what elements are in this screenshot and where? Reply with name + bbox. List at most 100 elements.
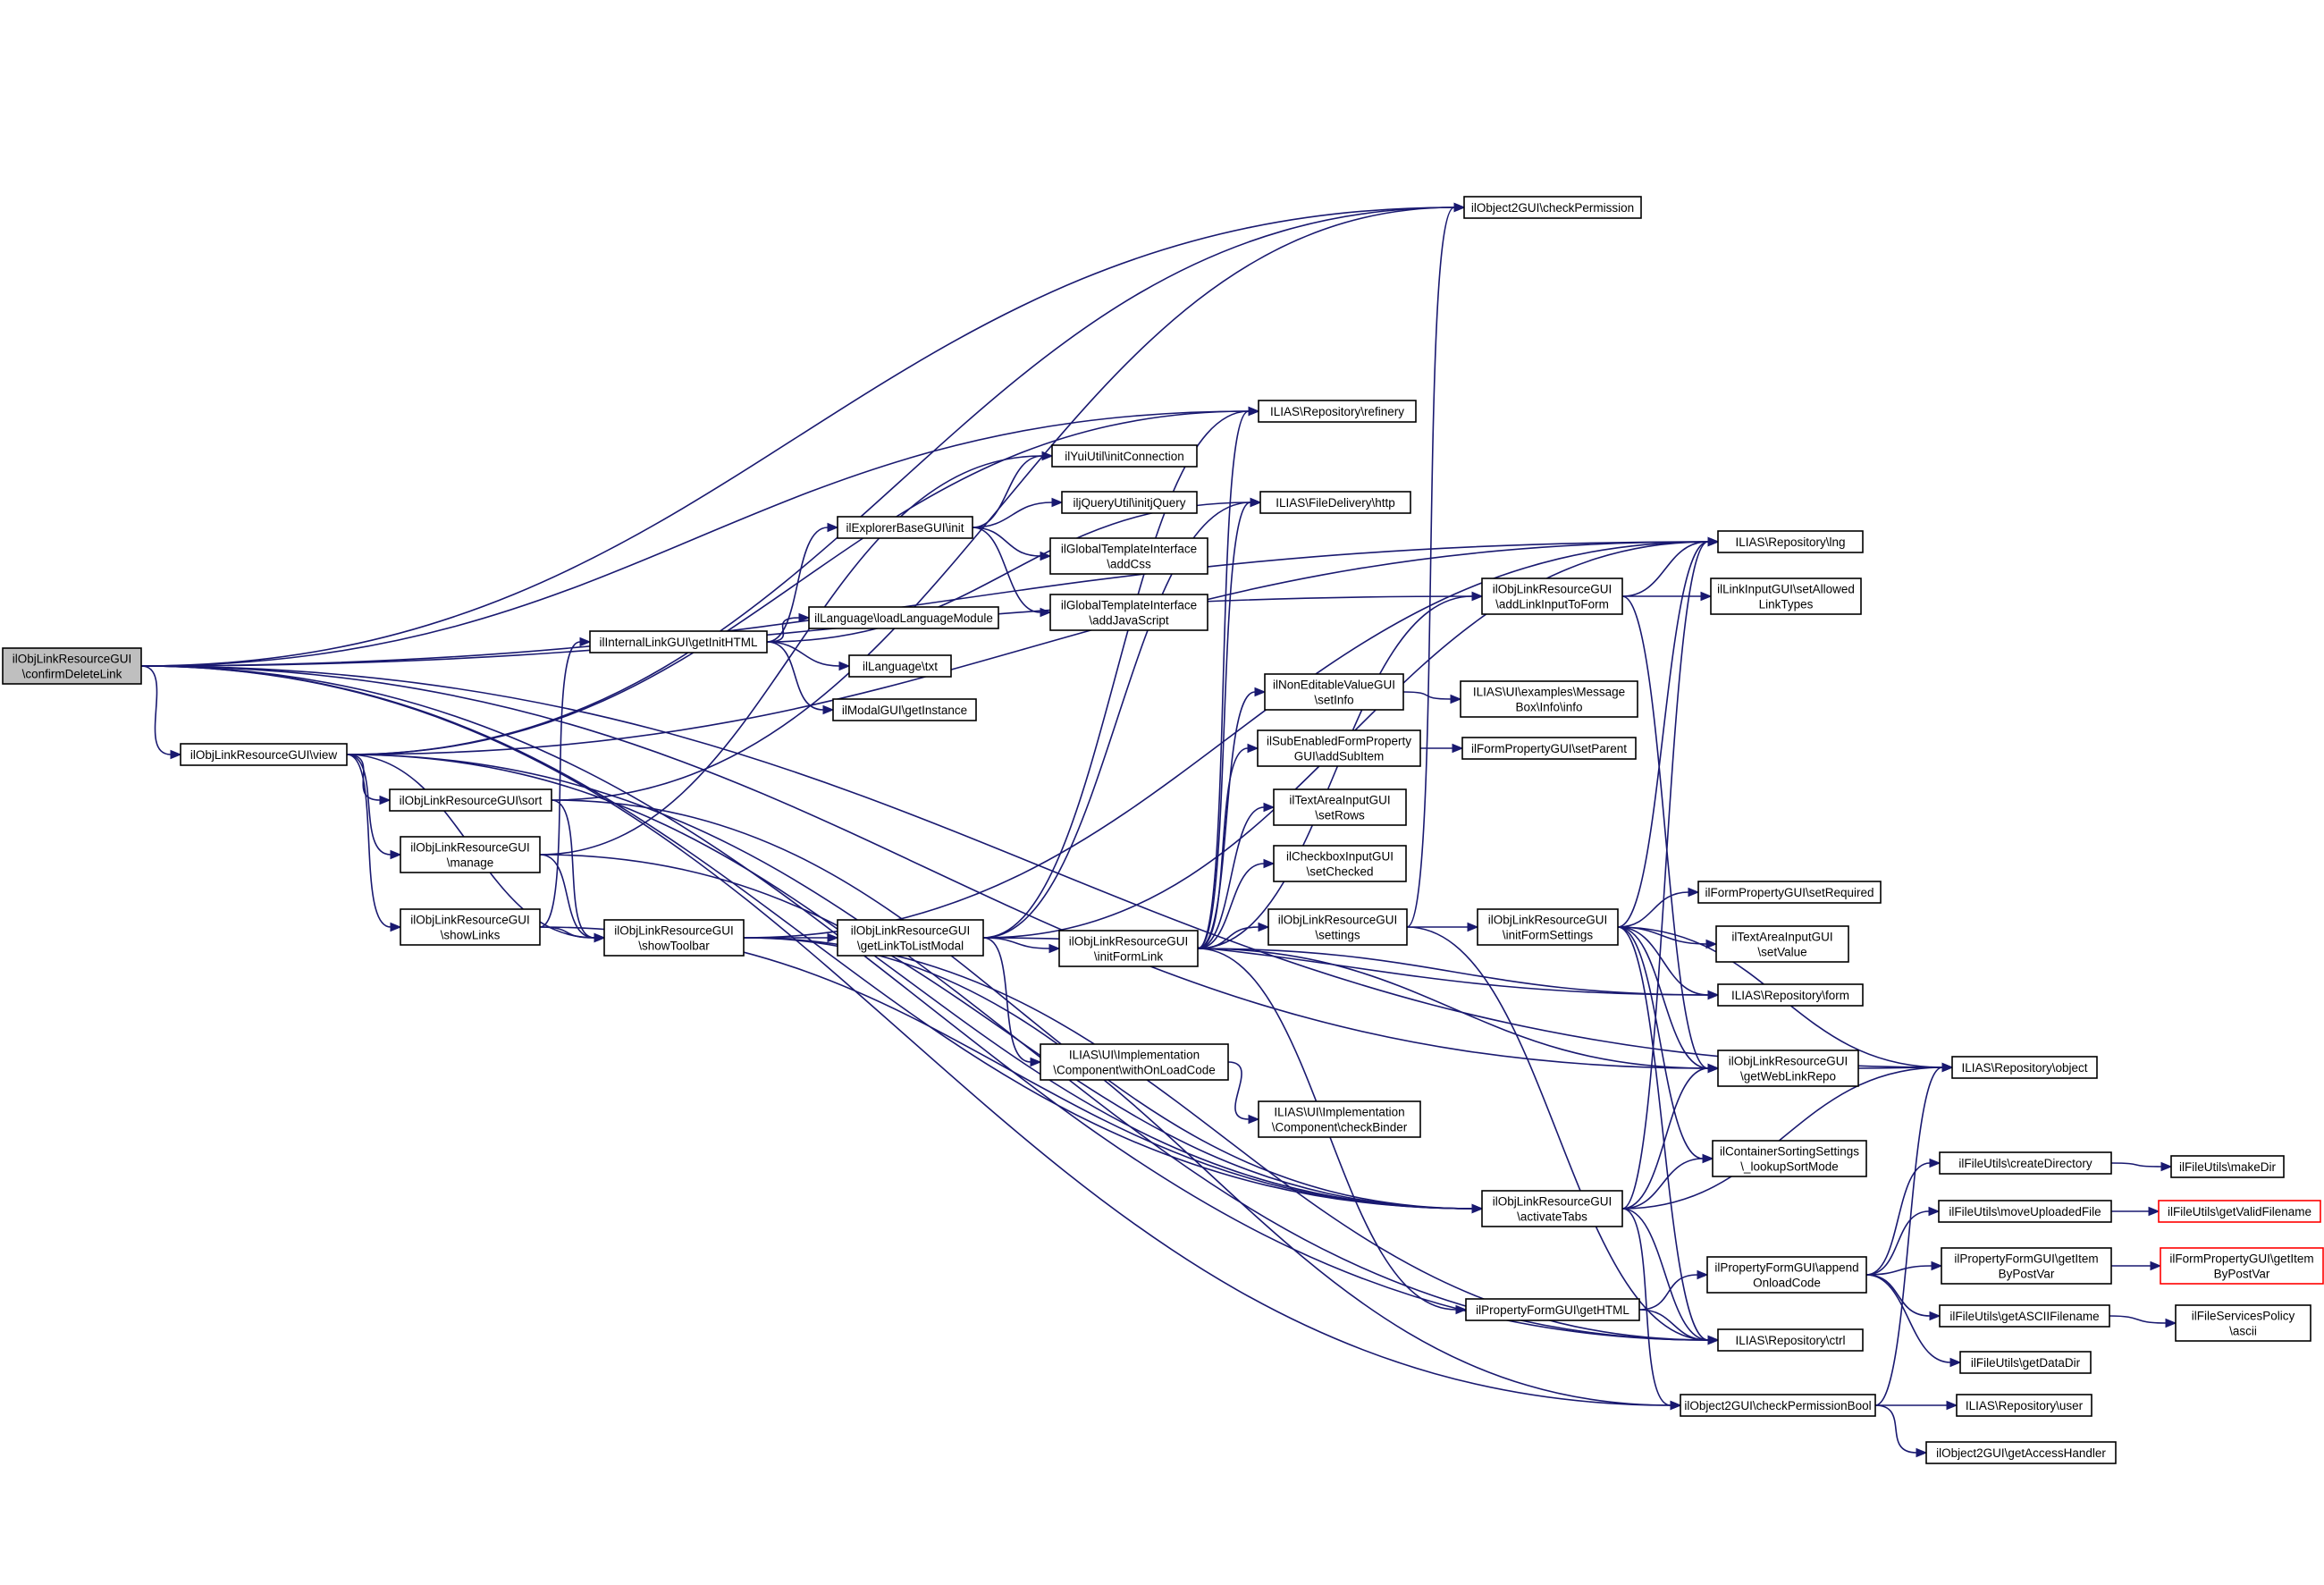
node-makeDir[interactable]: ilFileUtils\makeDir bbox=[2170, 1155, 2285, 1178]
node-getHTML[interactable]: ilPropertyFormGUI\getHTML bbox=[1465, 1298, 1640, 1321]
edge-view-to-manage bbox=[346, 754, 402, 860]
node-getValidFilename[interactable]: ilFileUtils\getValidFilename bbox=[2158, 1200, 2321, 1223]
node-addJavaScript[interactable]: ilGlobalTemplateInterface\addJavaScript bbox=[1049, 594, 1208, 631]
edge-getLinkToListModal-to-withOnLoadCode bbox=[982, 937, 1042, 1067]
node-createDirectory[interactable]: ilFileUtils\createDirectory bbox=[1939, 1151, 2112, 1175]
node-box bbox=[1717, 1050, 1859, 1087]
node-ctrl[interactable]: ILIAS\Repository\ctrl bbox=[1717, 1328, 1864, 1352]
node-manage[interactable]: ilObjLinkResourceGUI\manage bbox=[400, 836, 541, 873]
edge-showLinks-to-getInitHTML bbox=[539, 637, 592, 928]
node-showToolbar[interactable]: ilObjLinkResourceGUI\showToolbar bbox=[603, 919, 745, 957]
node-getDataDir[interactable]: ilFileUtils\getDataDir bbox=[1959, 1351, 2092, 1374]
edge-line bbox=[1865, 1265, 1932, 1276]
node-getAccessHandler[interactable]: ilObject2GUI\getAccessHandler bbox=[1925, 1441, 2117, 1464]
edge-arrowhead bbox=[1450, 694, 1462, 704]
node-setRows[interactable]: ilTextAreaInputGUI\setRows bbox=[1273, 788, 1407, 826]
node-label: GUI\addSubItem bbox=[1294, 750, 1385, 763]
edge-getInitHTML-to-loadLanguageModule bbox=[766, 612, 811, 643]
node-label: \initFormLink bbox=[1094, 950, 1164, 964]
edge-line bbox=[1621, 541, 1709, 1210]
node-label: ilFormPropertyGUI\setRequired bbox=[1705, 886, 1874, 899]
edge-line bbox=[1865, 1274, 1951, 1363]
node-form[interactable]: ILIAS\Repository\form bbox=[1717, 983, 1864, 1007]
node-showLinks[interactable]: ilObjLinkResourceGUI\showLinks bbox=[400, 908, 541, 946]
node-getASCIIFilename[interactable]: ilFileUtils\getASCIIFilename bbox=[1939, 1304, 2110, 1328]
node-initjQuery[interactable]: iljQueryUtil\initjQuery bbox=[1061, 491, 1198, 514]
node-getInitHTML[interactable]: ilInternalLinkGUI\getInitHTML bbox=[589, 630, 768, 653]
node-getWebLinkRepo[interactable]: ilObjLinkResourceGUI\getWebLinkRepo bbox=[1717, 1050, 1859, 1087]
node-checkBinder[interactable]: ILIAS\UI\Implementation\Component\checkB… bbox=[1258, 1100, 1421, 1138]
node-setRequired[interactable]: ilFormPropertyGUI\setRequired bbox=[1697, 881, 1882, 904]
node-checkPermission[interactable]: ilObject2GUI\checkPermission bbox=[1463, 196, 1642, 219]
node-setParent[interactable]: ilFormPropertyGUI\setParent bbox=[1461, 737, 1637, 760]
node-setInfo[interactable]: ilNonEditableValueGUI\setInfo bbox=[1264, 673, 1404, 711]
node-sort[interactable]: ilObjLinkResourceGUI\sort bbox=[389, 788, 552, 812]
edge-initFormLink-to-refinery bbox=[1197, 406, 1260, 949]
node-label: OnloadCode bbox=[1753, 1277, 1821, 1290]
node-view[interactable]: ilObjLinkResourceGUI\view bbox=[180, 743, 348, 766]
edges-layer bbox=[140, 202, 2177, 1458]
node-explorerInit[interactable]: ilExplorerBaseGUI\init bbox=[837, 516, 973, 539]
node-addCss[interactable]: ilGlobalTemplateInterface\addCss bbox=[1049, 537, 1208, 575]
node-checkPermissionBool[interactable]: ilObject2GUI\checkPermissionBool bbox=[1680, 1394, 1876, 1417]
node-moveUploadedFile[interactable]: ilFileUtils\moveUploadedFile bbox=[1938, 1200, 2112, 1223]
node-label: ILIAS\Repository\user bbox=[1966, 1399, 2084, 1412]
node-label: ilLanguage\loadLanguageModule bbox=[814, 611, 993, 625]
edge-arrowhead bbox=[838, 661, 851, 671]
node-settings[interactable]: ilObjLinkResourceGUI\settings bbox=[1267, 908, 1408, 946]
edge-getHTML-to-ctrl bbox=[1638, 1309, 1720, 1345]
node-initFormSettings[interactable]: ilObjLinkResourceGUI\initFormSettings bbox=[1477, 908, 1619, 946]
node-activateTabs[interactable]: ilObjLinkResourceGUI\activateTabs bbox=[1481, 1190, 1623, 1227]
edge-line bbox=[1197, 863, 1265, 949]
node-http[interactable]: ILIAS\FileDelivery\http bbox=[1259, 491, 1411, 514]
edge-setInfo-to-messageBoxInfo bbox=[1402, 691, 1462, 704]
node-modalGetInstance[interactable]: ilModalGUI\getInstance bbox=[832, 698, 977, 721]
node-object[interactable]: ILIAS\Repository\object bbox=[1951, 1056, 2098, 1079]
node-box bbox=[1267, 908, 1408, 946]
node-lng[interactable]: ILIAS\Repository\lng bbox=[1717, 530, 1864, 553]
node-ascii[interactable]: ilFileServicesPolicy\ascii bbox=[2175, 1304, 2311, 1342]
node-box bbox=[2170, 1155, 2285, 1178]
node-initConnection[interactable]: ilYuiUtil\initConnection bbox=[1051, 444, 1198, 468]
node-box bbox=[400, 836, 541, 873]
edge-line bbox=[140, 665, 1709, 1069]
node-box bbox=[1717, 1328, 1864, 1352]
node-box bbox=[180, 743, 348, 766]
edge-arrowhead bbox=[1702, 1153, 1714, 1164]
edge-arrowhead bbox=[2148, 1206, 2160, 1217]
node-initFormLink[interactable]: ilObjLinkResourceGUI\initFormLink bbox=[1058, 930, 1199, 967]
node-loadLanguageModule[interactable]: ilLanguage\loadLanguageModule bbox=[808, 606, 999, 629]
edge-line bbox=[346, 754, 392, 856]
node-addLinkInputToForm[interactable]: ilObjLinkResourceGUI\addLinkInputToForm bbox=[1481, 578, 1623, 615]
node-user[interactable]: ILIAS\Repository\user bbox=[1956, 1394, 2092, 1417]
node-label: ILIAS\Repository\ctrl bbox=[1735, 1334, 1845, 1347]
node-setChecked[interactable]: ilCheckboxInputGUI\setChecked bbox=[1273, 845, 1407, 882]
node-label: \setValue bbox=[1757, 946, 1806, 959]
node-withOnLoadCode[interactable]: ILIAS\UI\Implementation\Component\withOn… bbox=[1040, 1043, 1229, 1081]
node-setValue[interactable]: ilTextAreaInputGUI\setValue bbox=[1715, 925, 1849, 963]
node-label: ilObject2GUI\checkPermission bbox=[1471, 201, 1634, 215]
edge-line bbox=[1406, 207, 1455, 928]
edge-arrowhead bbox=[1248, 406, 1260, 417]
node-lookupSortMode[interactable]: ilContainerSortingSettings\_lookupSortMo… bbox=[1712, 1140, 1867, 1177]
node-getLinkToListModal[interactable]: ilObjLinkResourceGUI\getLinkToListModal bbox=[837, 919, 984, 957]
edge-view-to-lng bbox=[346, 536, 1720, 755]
edge-line bbox=[1197, 410, 1250, 949]
node-confirmDeleteLink[interactable]: ilObjLinkResourceGUI\confirmDeleteLink bbox=[2, 647, 142, 685]
node-box bbox=[1710, 578, 1862, 615]
edge-line bbox=[1621, 595, 1709, 1069]
node-refinery[interactable]: ILIAS\Repository\refinery bbox=[1258, 400, 1417, 423]
edge-confirmDeleteLink-to-checkPermissionBool bbox=[140, 665, 1682, 1411]
edge-getInitHTML-to-txt bbox=[766, 641, 851, 671]
node-label: ilPropertyFormGUI\append bbox=[1714, 1261, 1858, 1275]
edge-withOnLoadCode-to-checkBinder bbox=[1227, 1061, 1260, 1125]
node-txt[interactable]: ilLanguage\txt bbox=[848, 654, 952, 678]
edge-line bbox=[539, 926, 1473, 1210]
edge-initFormLink-to-setInfo bbox=[1197, 687, 1267, 949]
